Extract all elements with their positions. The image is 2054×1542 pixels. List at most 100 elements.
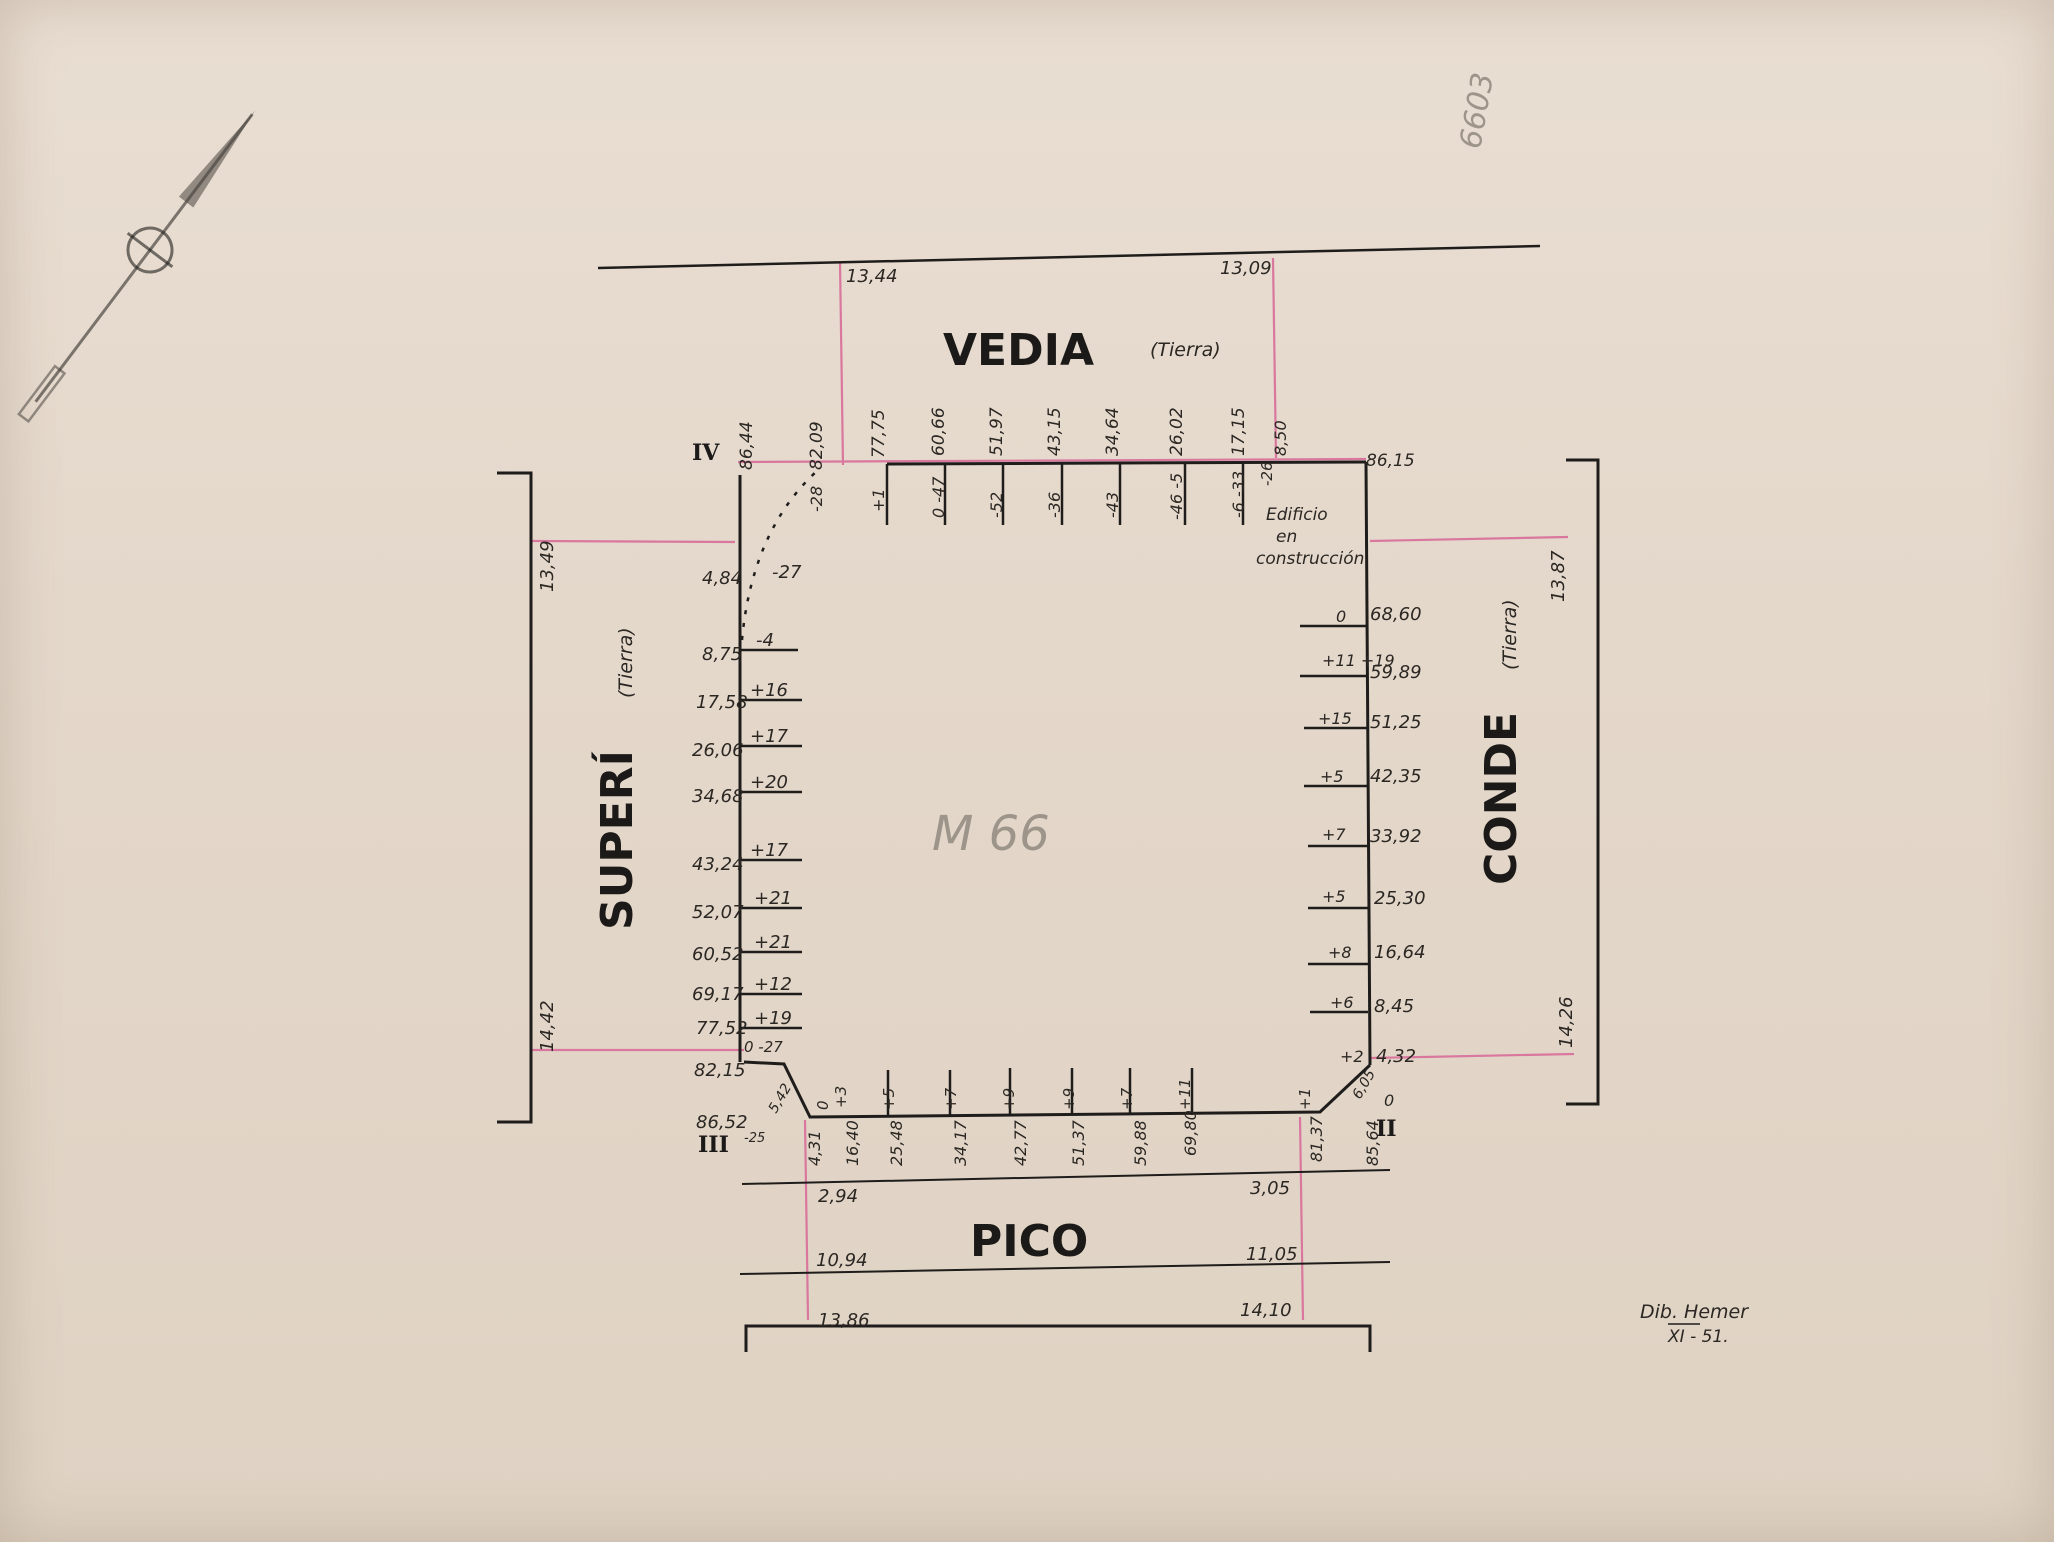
north-dist-4: 43,15 xyxy=(1045,407,1065,456)
north-level-8: -26 xyxy=(1258,462,1276,487)
west-side-labels: 4,84 -27 8,75 -4 17,58 +16 26,06 +17 34,… xyxy=(692,562,802,1146)
width-pico-b-left: 10,94 xyxy=(816,1250,868,1271)
south-dist-1: 16,40 xyxy=(843,1120,862,1166)
north-arrow-icon xyxy=(17,110,256,424)
width-superi-top: 13,49 xyxy=(537,540,558,592)
north-level-2: 0 -47 xyxy=(929,476,948,518)
west-level-8: +12 xyxy=(754,974,792,995)
street-name-conde: CONDE xyxy=(1476,712,1527,885)
south-level-7: +11 xyxy=(1176,1078,1194,1110)
north-dist-0: 82,09 xyxy=(807,421,827,470)
width-pico-c-left: 13,86 xyxy=(818,1310,870,1331)
south-level-6: +7 xyxy=(1118,1087,1136,1110)
west-side-ticks xyxy=(740,648,802,1030)
pencil-mark: M 66 xyxy=(932,806,1050,862)
west-chamfer: 5,42 xyxy=(766,1081,795,1116)
width-pico-b-right: 11,05 xyxy=(1246,1244,1298,1265)
signature-date: XI - 51. xyxy=(1667,1327,1729,1347)
north-level-3: -52 xyxy=(987,492,1006,518)
south-level-4: +9 xyxy=(1000,1088,1018,1110)
south-level-3: +7 xyxy=(942,1087,960,1110)
south-level-2: +5 xyxy=(880,1088,898,1110)
east-level-8: +2 xyxy=(1340,1047,1364,1066)
width-vedia-right: 13,09 xyxy=(1220,258,1272,279)
block-outline xyxy=(738,460,1372,1119)
street-boundaries xyxy=(497,244,1600,1352)
east-dist-6: 16,64 xyxy=(1374,942,1426,963)
west-level-5: +17 xyxy=(750,840,789,861)
south-dist-2: 25,48 xyxy=(887,1120,906,1166)
north-level-1: +1 xyxy=(869,488,888,512)
east-level-2: +15 xyxy=(1318,709,1352,728)
west-dist-9: 77,52 xyxy=(696,1018,748,1039)
north-dist-8: 8,50 xyxy=(1271,420,1290,456)
west-dist-0: 4,84 xyxy=(702,568,742,589)
north-dist-5: 34,64 xyxy=(1103,407,1123,456)
west-level-10: 0 -27 xyxy=(744,1038,783,1056)
north-level-0: -28 xyxy=(807,486,826,512)
south-dist-8: 81,37 xyxy=(1307,1115,1326,1162)
width-conde-top: 13,87 xyxy=(1548,550,1569,602)
south-side-ticks xyxy=(886,1068,1194,1115)
width-superi-bottom: 14,42 xyxy=(537,1000,558,1052)
width-pico-a-left: 2,94 xyxy=(818,1186,858,1207)
west-dist-2: 17,58 xyxy=(696,692,748,713)
east-dist-4: 33,92 xyxy=(1370,826,1422,847)
street-name-pico: PICO xyxy=(970,1216,1088,1267)
west-dist-8: 69,17 xyxy=(692,984,744,1005)
south-dist-4: 42,77 xyxy=(1011,1119,1030,1166)
west-dist-10: 82,15 xyxy=(694,1060,746,1081)
south-level-5: +9 xyxy=(1060,1088,1078,1110)
building-note: Edificio en construcción xyxy=(1256,505,1364,569)
corner-label-iii: III xyxy=(698,1132,729,1158)
street-name-vedia: VEDIA xyxy=(943,325,1094,376)
east-level-1: +11 +19 xyxy=(1322,651,1395,670)
street-surface-conde: (Tierra) xyxy=(1499,599,1521,670)
north-level-7: -6 -33 xyxy=(1229,471,1248,518)
street-surface-superi: (Tierra) xyxy=(615,627,637,698)
west-level-11: -25 xyxy=(744,1131,765,1146)
west-dist-5: 43,24 xyxy=(692,854,744,875)
street-width-measurements: 13,44 13,09 13,49 14,42 13,87 14,26 2,94… xyxy=(537,258,1577,1331)
south-side-labels: 85,64 4,31 0 16,40 +3 25,48 +5 34,17 +7 … xyxy=(805,1078,1382,1166)
west-dist-1: 8,75 xyxy=(702,644,742,665)
corner-pencil-number: 6603 xyxy=(1453,70,1501,151)
street-name-superi: SUPERÍ xyxy=(590,750,643,930)
corner-label-ii: II xyxy=(1376,1116,1397,1142)
south-level-0: 0 xyxy=(814,1100,832,1110)
south-dist-3: 34,17 xyxy=(951,1119,970,1166)
south-dist-5: 51,37 xyxy=(1069,1119,1088,1166)
east-dist-0: 68,60 xyxy=(1370,604,1422,625)
west-level-1: -4 xyxy=(756,630,774,651)
east-chamfer: 6,05 xyxy=(1350,1067,1379,1102)
north-dist-3: 51,97 xyxy=(987,407,1007,456)
east-level-6: +8 xyxy=(1328,943,1352,962)
pink-reference-lines xyxy=(530,257,1575,1321)
building-note-line2: en xyxy=(1276,527,1297,547)
west-level-2: +16 xyxy=(750,680,788,701)
north-corner-right: 86,15 xyxy=(1366,451,1415,471)
west-level-9: +19 xyxy=(754,1008,792,1029)
west-dist-4: 34,68 xyxy=(692,786,744,807)
east-side-labels: 68,60 0 59,89 +11 +19 51,25 +15 42,35 +5… xyxy=(1318,604,1426,1110)
east-level-7: +6 xyxy=(1330,993,1354,1012)
north-level-4: -36 xyxy=(1045,492,1064,518)
south-dist-0: 4,31 xyxy=(805,1130,824,1166)
width-pico-c-right: 14,10 xyxy=(1240,1300,1292,1321)
east-dist-8: 4,32 xyxy=(1376,1046,1416,1067)
east-dist-5: 25,30 xyxy=(1374,888,1426,909)
north-dist-7: 17,15 xyxy=(1229,407,1249,456)
width-pico-a-right: 3,05 xyxy=(1250,1178,1290,1199)
north-dist-2: 60,66 xyxy=(929,407,949,456)
west-dist-3: 26,06 xyxy=(692,740,744,761)
west-dist-11: 86,52 xyxy=(696,1112,748,1133)
north-side-labels: 86,44 86,15 82,09 -28 77,75 +1 60,66 0 -… xyxy=(737,407,1415,520)
east-level-0: 0 xyxy=(1336,607,1346,626)
north-level-5: -43 xyxy=(1103,492,1122,518)
south-corner-right: 85,64 xyxy=(1363,1120,1382,1166)
east-dist-3: 42,35 xyxy=(1370,766,1422,787)
north-corner-left: 86,44 xyxy=(737,421,757,470)
north-dist-1: 77,75 xyxy=(869,409,889,458)
